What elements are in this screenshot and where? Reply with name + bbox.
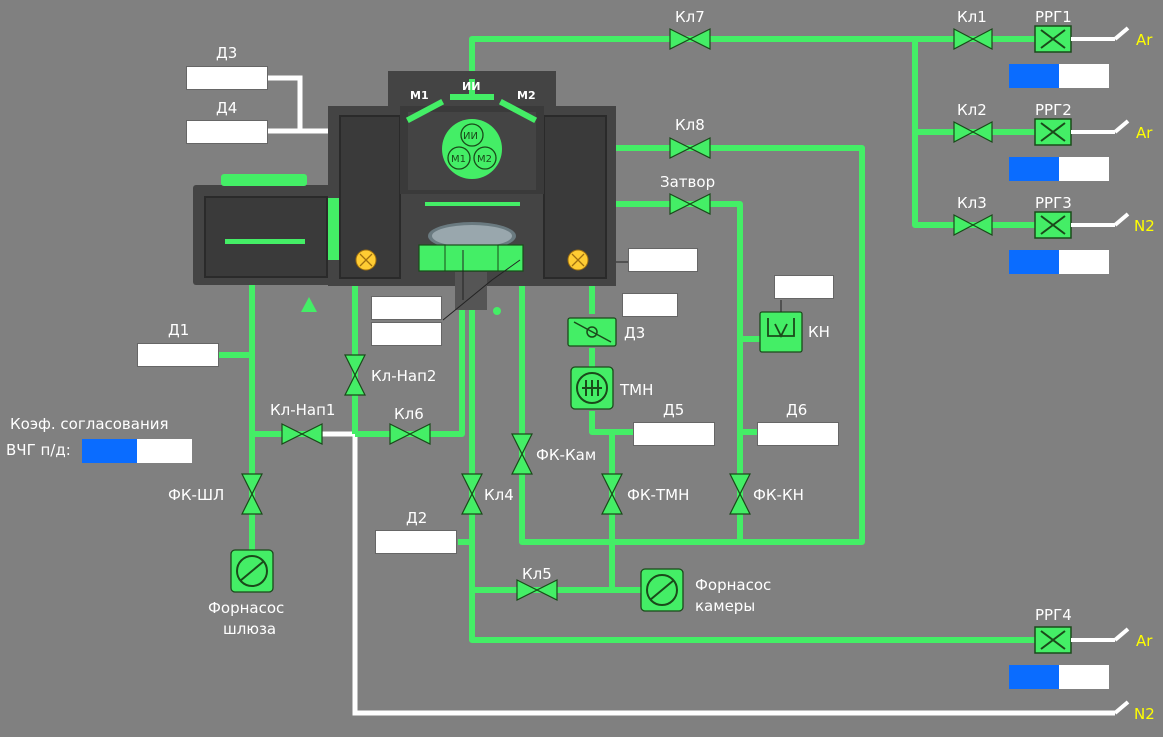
white-pipes (268, 75, 1115, 716)
carousel-m1-label: М1 (451, 154, 466, 165)
kn-cryopump-icon[interactable] (759, 300, 803, 353)
forepump-lock-label-2: шлюза (223, 620, 276, 638)
kl4-label: Кл4 (484, 486, 514, 504)
kl-nap2-label: Кл-Нап2 (371, 367, 436, 385)
rrg1-controller[interactable] (1034, 25, 1072, 53)
kl6-valve[interactable] (389, 423, 431, 445)
zatvor-label: Затвор (660, 173, 715, 191)
kl2-label: Кл2 (957, 101, 987, 119)
d4-label: Д4 (216, 99, 237, 117)
gas-inlet-connectors (1071, 26, 1130, 715)
rrg3-controller[interactable] (1034, 211, 1072, 239)
kl5-label: Кл5 (522, 565, 552, 583)
kl7-label: Кл7 (675, 8, 705, 26)
d6-field[interactable] (757, 422, 839, 446)
gas1-label: Ar (1136, 31, 1153, 49)
d1-label: Д1 (168, 321, 189, 339)
rrg2-flow-bar (1009, 157, 1109, 181)
fk-kam-label: ФК-Кам (536, 446, 596, 464)
chamber-left-field-1[interactable] (371, 296, 442, 320)
kl6-label: Кл6 (394, 405, 424, 423)
forepump-chamber-label-1: Форнасос (695, 576, 771, 594)
kn-field[interactable] (774, 275, 834, 299)
kl5-valve[interactable] (516, 579, 558, 601)
chamber-left-field-2[interactable] (371, 322, 442, 346)
forepump-chamber-label-2: камеры (695, 597, 755, 615)
kn-label: КН (808, 323, 830, 341)
carousel-ii-label: ИИ (463, 131, 478, 142)
forepump-chamber-icon[interactable] (640, 568, 684, 612)
kl8-valve[interactable] (669, 137, 711, 159)
kl7-valve[interactable] (669, 28, 711, 50)
rrg4-label: РРГ4 (1035, 606, 1072, 624)
heater-grid (428, 222, 516, 250)
kl-nap2-valve[interactable] (344, 354, 366, 396)
kl1-label: Кл1 (957, 8, 987, 26)
fk-shl-valve[interactable] (241, 473, 263, 515)
zatvor-valve[interactable] (669, 193, 711, 215)
carousel-m2-label: М2 (477, 154, 492, 165)
gas4-label: Ar (1136, 632, 1153, 650)
coef-label-1: Коэф. согласования (10, 415, 169, 433)
d6-label: Д6 (786, 401, 807, 419)
d3-top-field[interactable] (186, 66, 268, 90)
fk-tmn-label: ФК-ТМН (627, 486, 689, 504)
kl-nap1-valve[interactable] (281, 423, 323, 445)
rrg4-controller[interactable] (1034, 626, 1072, 654)
tmn-label: ТМН (619, 381, 653, 399)
d2-label: Д2 (406, 509, 427, 527)
gas2-label: Ar (1136, 124, 1153, 142)
coef-bar (82, 439, 192, 463)
d4-field[interactable] (186, 120, 268, 144)
chamber-right-field[interactable] (628, 248, 698, 272)
main-chamber (328, 71, 630, 321)
rrg1-flow-bar (1009, 64, 1109, 88)
rrg1-label: РРГ1 (1035, 8, 1072, 26)
rrg3-flow-bar (1009, 250, 1109, 274)
fk-tmn-valve[interactable] (601, 473, 623, 515)
fk-kn-label: ФК-КН (753, 486, 804, 504)
forepump-lock-label-1: Форнасос (208, 599, 284, 617)
fk-kam-valve[interactable] (511, 433, 533, 475)
rrg4-flow-bar (1009, 665, 1109, 689)
coef-label-2: ВЧГ п/д: (6, 441, 71, 459)
ii-label: ИИ (462, 80, 480, 93)
d5-label: Д5 (663, 401, 684, 419)
d1-field[interactable] (137, 343, 219, 367)
kl-nap1-label: Кл-Нап1 (270, 401, 335, 419)
tmn-pump-icon[interactable] (570, 366, 614, 410)
m1-label: М1 (410, 89, 429, 102)
load-lock (193, 174, 341, 312)
fk-kn-valve[interactable] (729, 473, 751, 515)
d2-field[interactable] (375, 530, 457, 554)
kl2-valve[interactable] (953, 121, 993, 143)
m2-label: М2 (517, 89, 536, 102)
kl3-label: Кл3 (957, 194, 987, 212)
kl4-valve[interactable] (461, 473, 483, 515)
gas3-label: N2 (1134, 217, 1155, 235)
kl3-valve[interactable] (953, 214, 993, 236)
forepump-lock-icon[interactable] (230, 549, 274, 593)
gate-valve-d3-icon[interactable] (567, 317, 617, 347)
kl8-label: Кл8 (675, 116, 705, 134)
rrg3-label: РРГ3 (1035, 194, 1072, 212)
fk-shl-label: ФК-ШЛ (168, 486, 224, 504)
kl1-valve[interactable] (953, 28, 993, 50)
rrg2-label: РРГ2 (1035, 101, 1072, 119)
gas5-label: N2 (1134, 705, 1155, 723)
d5-field[interactable] (633, 422, 715, 446)
d3-mid-field[interactable] (622, 293, 678, 317)
d3-top-label: Д3 (216, 44, 237, 62)
d3-mid-label: Д3 (624, 324, 645, 342)
rrg2-controller[interactable] (1034, 118, 1072, 146)
